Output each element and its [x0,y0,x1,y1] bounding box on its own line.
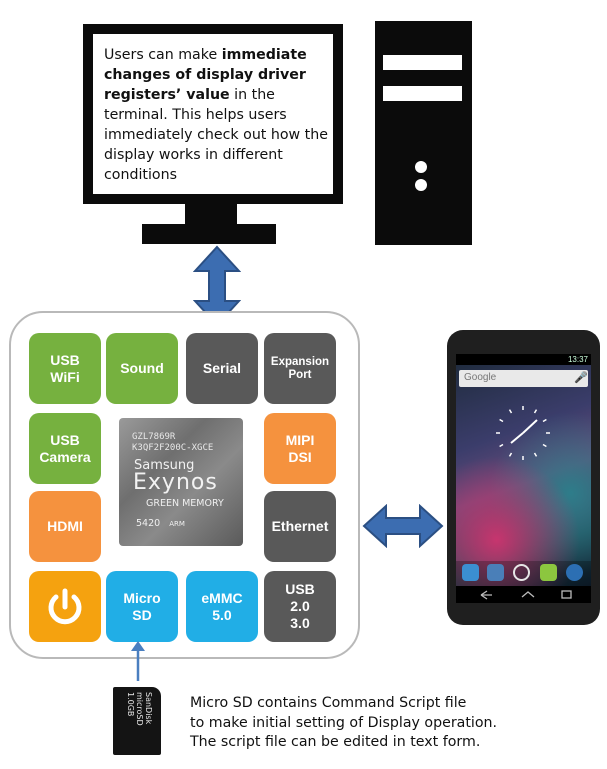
monitor-text-bold: immediate changes of display driver regi… [104,47,307,103]
sd-card-label: SanDisk microSD 1.0GB [95,692,153,726]
drive-slot [383,86,462,101]
monitor-text-part: Users can make [104,47,222,63]
chip-arm-label: ARM [169,520,185,528]
sd-description-line: The script file can be edited in text fo… [190,734,481,750]
contacts-app-icon [487,564,504,581]
chip-code-line2: K3QF2F200C-XGCE [132,443,214,453]
phone-search-label: Google [464,372,497,383]
monitor-stand-base [142,224,276,244]
browser-app-icon [566,564,583,581]
monitor-description: Users can make immediate changes of disp… [104,45,336,185]
chip-brand-exynos: Exynos [133,470,218,495]
tile-micro-sd: Micro SD [106,571,178,642]
chip-code-line1: GZL7869R [132,432,176,442]
chip-model: 5420 ARM [136,518,185,529]
tile-usb-camera: USB Camera [29,413,101,484]
tile-expansion-port: Expansion Port [264,333,336,404]
tile-hdmi: HDMI [29,491,101,562]
power-button-dot [415,179,427,191]
tile-ethernet: Ethernet [264,491,336,562]
sd-description-line: to make initial setting of Display opera… [190,714,498,731]
exynos-chip [119,418,243,546]
monitor-screen [93,34,333,194]
power-led [415,161,427,173]
phone-app-icon [462,564,479,581]
tile-usb-wifi: USB WiFi [29,333,101,404]
chip-memory-label: GREEN MEMORY [146,498,224,509]
monitor-stand-neck [185,204,237,224]
tile-emmc: eMMC 5.0 [186,571,258,642]
sd-description-line: Micro SD contains Command Script file [190,695,467,711]
phone-search-bar [459,370,588,387]
clock-icon [496,406,550,460]
tile-power [29,571,101,642]
app-drawer-icon [513,564,530,581]
tile-sound: Sound [106,333,178,404]
messaging-app-icon [540,564,557,581]
chip-brand-samsung: Samsung [134,458,195,473]
tile-usb-2-3: USB 2.0 3.0 [264,571,336,642]
horizontal-double-arrow [362,504,444,548]
phone-status-time: 13:37 [456,354,591,365]
chip-code: GZL7869R K3QF2F200C-XGCE [132,432,242,454]
tile-mipi-dsi: MIPI DSI [264,413,336,484]
phone-navbar [456,586,591,603]
nav-buttons-icon [480,590,572,600]
sd-up-arrow [131,641,145,681]
tile-serial: Serial [186,333,258,404]
chip-model-number: 5420 [136,518,161,529]
drive-slot [383,55,462,70]
sd-capacity: 1.0GB [126,692,135,717]
phone-screen [456,354,591,586]
monitor-text-part: in the terminal. This helps users immedi… [104,87,328,183]
sd-description: Micro SD contains Command Script file to… [190,694,590,753]
sd-brand: SanDisk [144,692,153,725]
microsd-card-icon [113,687,161,755]
mic-icon: 🎤 [574,372,588,384]
power-icon [48,588,82,624]
sd-type: microSD [135,692,144,726]
